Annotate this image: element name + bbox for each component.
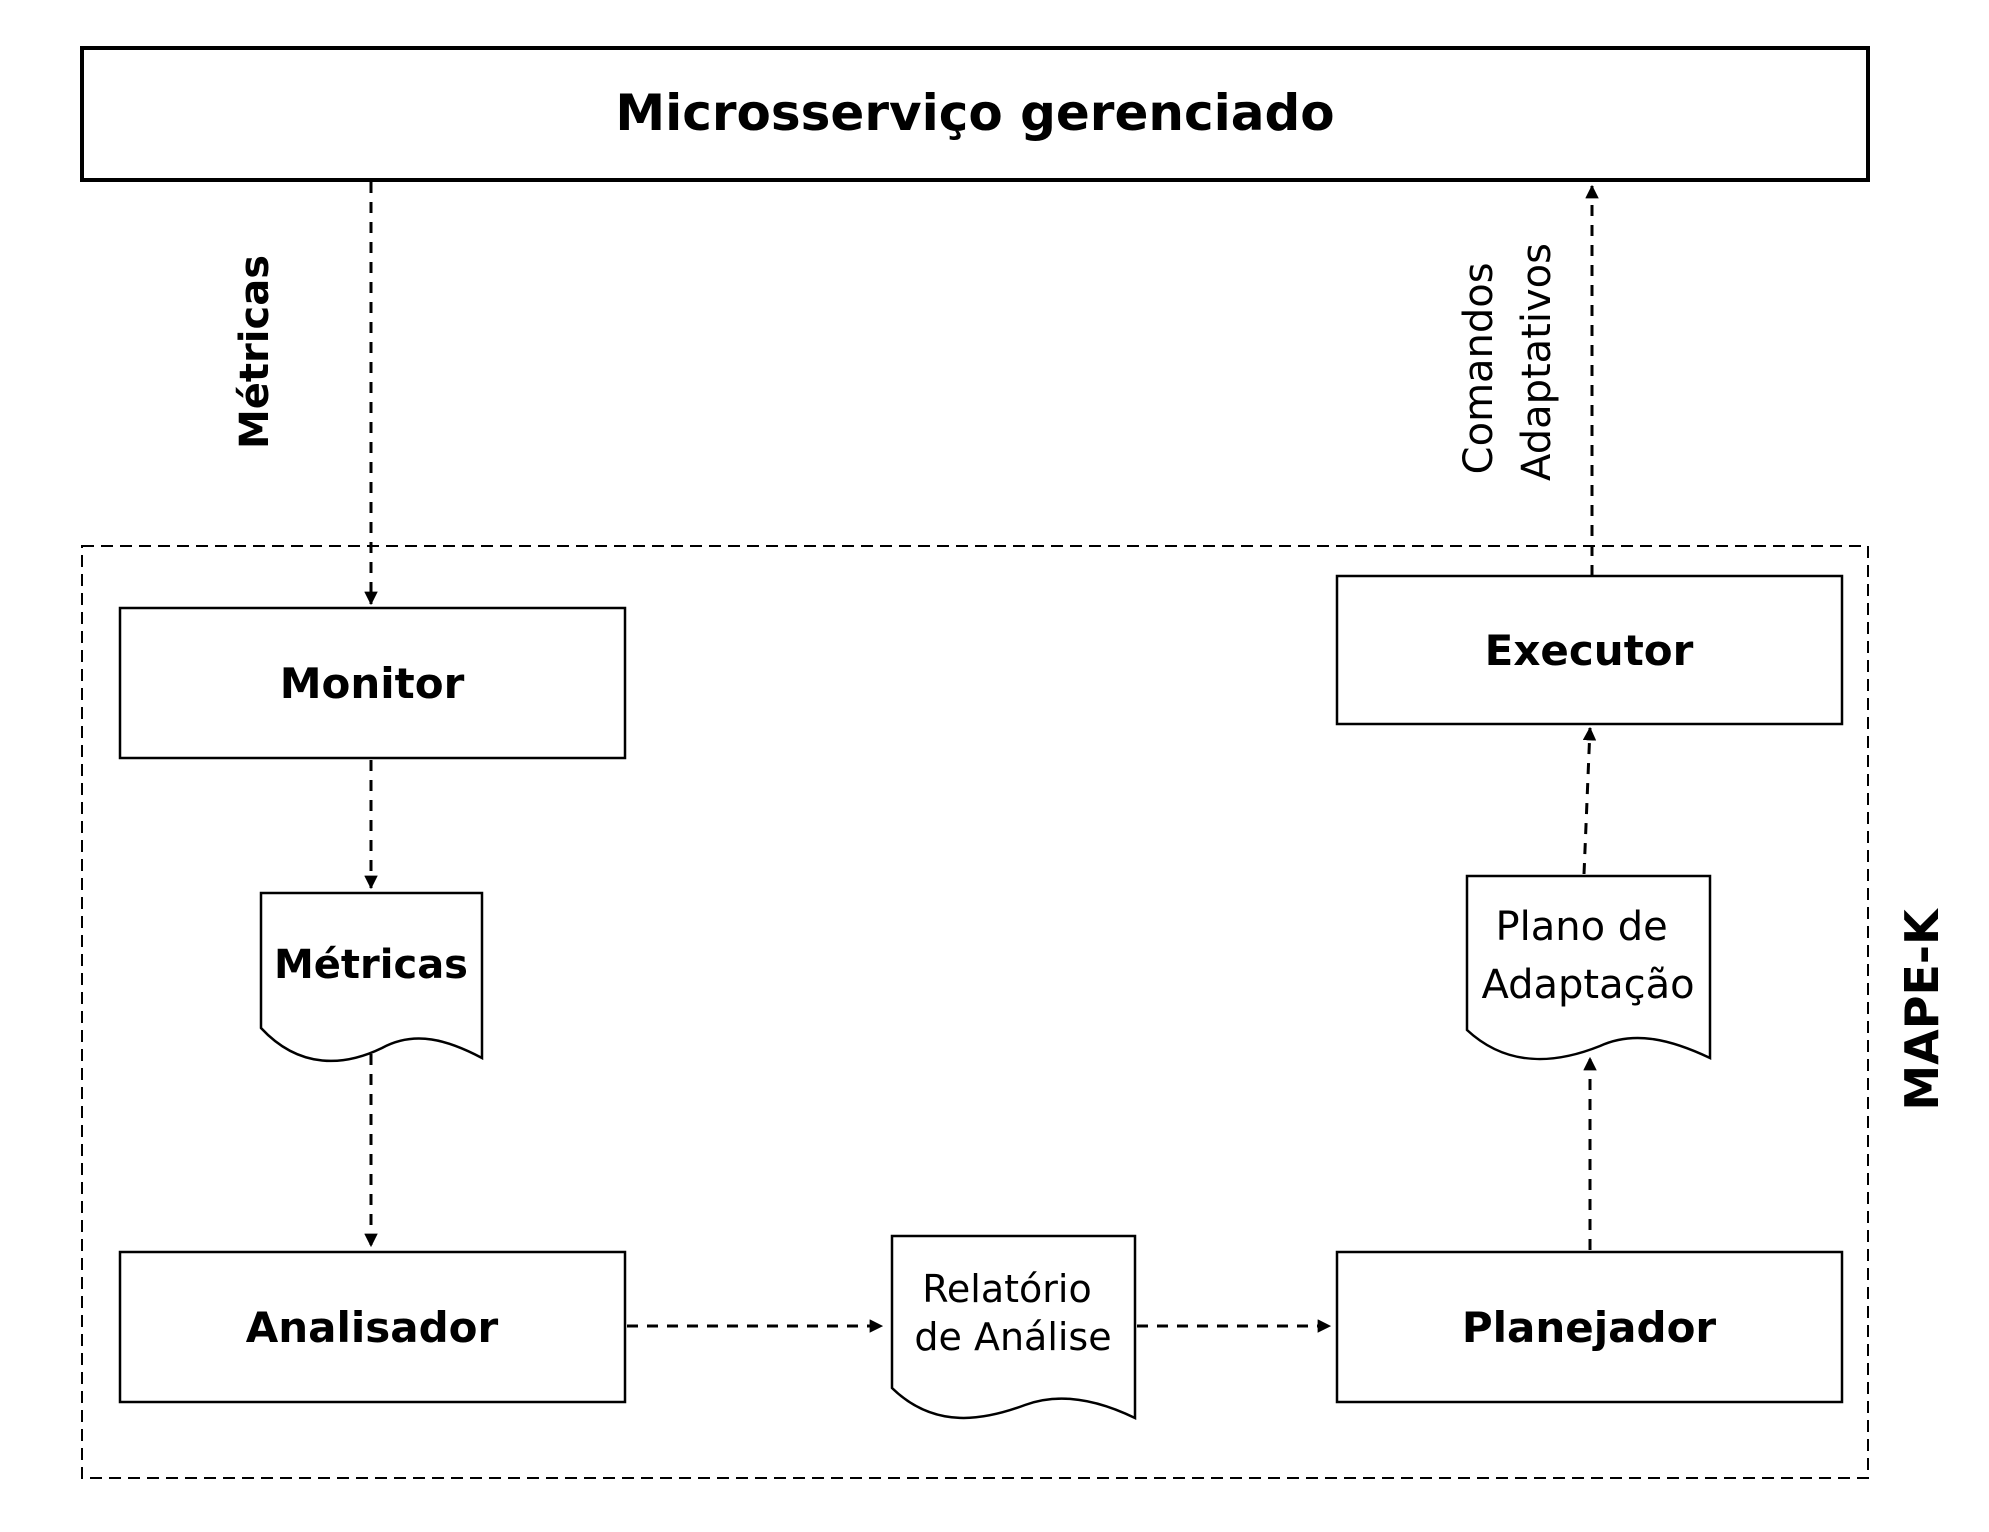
monitor-box: Monitor: [118, 606, 627, 760]
metrics-document: Métricas: [259, 891, 484, 1063]
metrics-document-label: Métricas: [274, 942, 468, 988]
analysis-report-label-line2: de Análise: [914, 1315, 1111, 1359]
planner-label: Planejador: [1462, 1303, 1717, 1352]
analysis-report-document: Relatório de Análise: [890, 1234, 1137, 1420]
monitor-label: Monitor: [280, 659, 465, 708]
commands-edge-label: Comandos Adaptativos: [1456, 243, 1560, 481]
plan-to-executor-arrow: [1582, 726, 1597, 875]
analyzer-box: Analisador: [118, 1250, 627, 1404]
commands-edge-label-line2: Adaptativos: [1514, 243, 1560, 481]
executor-box: Executor: [1335, 574, 1844, 726]
mape-k-frame: [81, 545, 1869, 1479]
commands-edge-label-line1: Comandos: [1456, 262, 1502, 474]
adaptation-plan-document: Plano de Adaptação: [1465, 874, 1712, 1061]
executor-label: Executor: [1485, 626, 1694, 675]
managed-microservice-label: Microsserviço gerenciado: [615, 84, 1334, 142]
adaptation-plan-label-line1: Plano de: [1495, 904, 1667, 950]
adaptation-plan-label: Plano de Adaptação: [1481, 904, 1694, 1008]
metrics-edge-label: Métricas: [232, 255, 278, 449]
analysis-report-label: Relatório de Análise: [914, 1267, 1111, 1359]
planner-box: Planejador: [1335, 1250, 1844, 1404]
mape-k-label: MAPE-K: [1895, 907, 1949, 1111]
analysis-report-label-line1: Relatório: [922, 1267, 1092, 1311]
analyzer-label: Analisador: [246, 1303, 499, 1352]
managed-microservice-box: Microsserviço gerenciado: [80, 46, 1870, 182]
adaptation-plan-label-line2: Adaptação: [1481, 962, 1694, 1008]
